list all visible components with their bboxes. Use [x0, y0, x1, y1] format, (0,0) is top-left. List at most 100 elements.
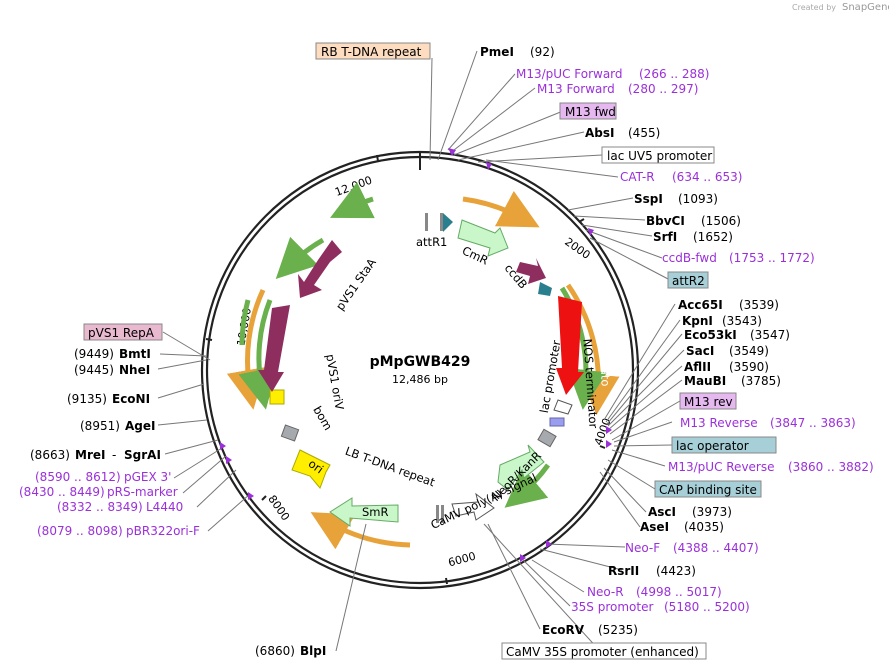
enzyme-ecorv-pos: (5235)	[598, 623, 638, 637]
attr2-mark[interactable]	[538, 282, 552, 296]
primer-35s[interactable]: 35S promoter	[571, 600, 653, 614]
enzyme-eco53ki-pos: (3547)	[750, 328, 790, 342]
enzyme-sgrai-pos: (8663)	[30, 448, 70, 462]
attr2-label: attR2	[672, 274, 705, 288]
enzyme-asei-pos: (4035)	[684, 520, 724, 534]
primer-m13puc-rev-range: (3860 .. 3882)	[788, 460, 874, 474]
enzyme-saci[interactable]: SacI	[686, 344, 714, 358]
primer-m13puc-fwd[interactable]: M13/pUC Forward	[516, 67, 623, 81]
enzyme-ecorv[interactable]: EcoRV	[542, 623, 585, 637]
attr1-feature[interactable]	[425, 213, 453, 232]
primer-l4440[interactable]: L4440	[146, 500, 183, 514]
lb-tdna-mark[interactable]	[436, 505, 444, 523]
ccdb-arrow[interactable]	[516, 258, 546, 284]
enzyme-labels-left: (6860) BlpI (8663) MreI - SgrAI (8951) A…	[30, 347, 326, 658]
enzyme-aflii[interactable]: AflII	[684, 360, 711, 374]
primer-cat-r-range: (634 .. 653)	[672, 170, 742, 184]
enzyme-rsrii[interactable]: RsrII	[608, 564, 639, 578]
m13-rev-label: M13 rev	[684, 395, 733, 409]
enzyme-maubi[interactable]: MauBI	[684, 374, 726, 388]
enzyme-nhei[interactable]: NheI	[119, 363, 150, 377]
enzyme-kpni[interactable]: KpnI	[682, 314, 713, 328]
cmr-arrow[interactable]	[457, 219, 509, 257]
primer-pbr322ori-f[interactable]: pBR322ori-F	[126, 524, 200, 538]
ori-arrow[interactable]	[291, 449, 331, 489]
primer-m13-fwd[interactable]: M13 Forward	[537, 82, 615, 96]
enzyme-rsrii-pos: (4423)	[656, 564, 696, 578]
enzyme-asci[interactable]: AscI	[648, 505, 676, 519]
primer-cat-r[interactable]: CAT-R	[620, 170, 655, 184]
pvs1-repa-label: pVS1 RepA	[88, 326, 155, 340]
primer-pgex3-range: (8590 .. 8612)	[35, 470, 121, 484]
m13-rev-box[interactable]	[679, 392, 737, 410]
lb-tdna-label: LB T-DNA repeat	[343, 444, 437, 490]
smr-arrow[interactable]	[329, 497, 399, 527]
enzyme-bbvci[interactable]: BbvCI	[646, 214, 685, 228]
m13-fwd-label: M13 fwd	[565, 105, 616, 119]
leader-lines	[157, 50, 685, 652]
neor-arrow[interactable]	[497, 444, 545, 491]
enzyme-sgrai[interactable]: SgrAI	[124, 448, 161, 462]
camv-polya-arrow[interactable]	[451, 492, 495, 521]
pvs1-repa-arrow[interactable]	[258, 305, 290, 392]
primer-neo-r[interactable]: Neo-R	[587, 585, 624, 599]
pvs1-staa-label: pVS1 StaA	[333, 256, 379, 313]
primer-prs-marker-range: (8430 .. 8449)	[19, 485, 105, 499]
bom-box[interactable]	[280, 424, 300, 442]
enzyme-agei[interactable]: AgeI	[125, 419, 155, 433]
primer-m13-rev-range: (3847 .. 3863)	[770, 416, 856, 430]
primer-neo-f[interactable]: Neo-F	[625, 541, 660, 555]
enzyme-maubi-pos: (3785)	[741, 374, 781, 388]
enzyme-srfi[interactable]: SrfI	[653, 230, 677, 244]
primer-m13-rev[interactable]: M13 Reverse	[680, 416, 758, 430]
primer-ccdb-fwd[interactable]: ccdB-fwd	[662, 251, 717, 265]
enzyme-bmti-pos: (9449)	[74, 347, 114, 361]
m13-fwd-box[interactable]	[559, 102, 617, 120]
camv35s-enh-box[interactable]	[501, 642, 707, 660]
enzyme-bbvci-pos: (1506)	[701, 214, 741, 228]
enzyme-sspi-pos: (1093)	[678, 192, 718, 206]
bom-label: bom	[310, 404, 335, 433]
nos-terminator-label: NOS terminator	[580, 338, 600, 429]
lac-uv5-box[interactable]	[601, 146, 715, 164]
primer-m13puc-fwd-range: (266 .. 288)	[639, 67, 709, 81]
pvs1-oriv-label: pVS1 oriV	[323, 353, 347, 411]
enzyme-pmei[interactable]: PmeI	[480, 45, 514, 59]
pvs1-staa-arrow[interactable]	[298, 240, 342, 298]
enzyme-eco53ki[interactable]: Eco53kI	[684, 328, 737, 342]
pvs1-oriv-box[interactable]	[269, 389, 285, 405]
enzyme-econi[interactable]: EcoNI	[112, 392, 150, 406]
cap-site-box[interactable]	[537, 428, 557, 448]
primer-labels: M13/pUC Forward (266 .. 288) M13 Forward…	[19, 67, 874, 614]
enzyme-sspi[interactable]: SspI	[634, 192, 663, 206]
primer-m13puc-rev[interactable]: M13/pUC Reverse	[668, 460, 775, 474]
lac-promoter-mark[interactable]	[549, 417, 565, 427]
lac-operator-box[interactable]	[671, 436, 777, 454]
lac-operator-label: lac operator	[676, 439, 749, 453]
tick-label-6000: 6000	[447, 550, 477, 570]
tick-label-8000: 8000	[265, 493, 292, 523]
attr2-box[interactable]	[667, 271, 709, 289]
pvs1-repa-box[interactable]	[83, 323, 163, 341]
primer-prs-marker[interactable]: pRS-marker	[107, 485, 178, 499]
rb-tdna-box[interactable]	[315, 42, 431, 60]
scale-ticks	[205, 152, 606, 585]
enzyme-bmti[interactable]: BmtI	[119, 347, 151, 361]
attr1-label: attR1	[416, 235, 447, 249]
enzyme-mrei[interactable]: MreI	[75, 448, 105, 462]
enzyme-absi-pos: (455)	[628, 126, 660, 140]
tdtomato-arrow[interactable]	[556, 296, 584, 395]
created-by-text: Created by	[792, 3, 836, 12]
primer-pgex3[interactable]: pGEX 3'	[124, 470, 171, 484]
enzyme-acc65i[interactable]: Acc65I	[678, 298, 723, 312]
nos-terminator-shape[interactable]	[553, 399, 573, 415]
cap-site-label-box[interactable]	[654, 480, 762, 498]
enzyme-separator: -	[112, 448, 116, 462]
enzyme-absi[interactable]: AbsI	[585, 126, 614, 140]
enzyme-blpi[interactable]: BlpI	[300, 644, 326, 658]
enzyme-pmei-pos: (92)	[530, 45, 555, 59]
primer-m13-fwd-range: (280 .. 297)	[628, 82, 698, 96]
enzyme-labels-right: PmeI (92) AbsI (455) SspI (1093) BbvCI (…	[480, 45, 790, 637]
enzyme-asei[interactable]: AseI	[640, 520, 669, 534]
